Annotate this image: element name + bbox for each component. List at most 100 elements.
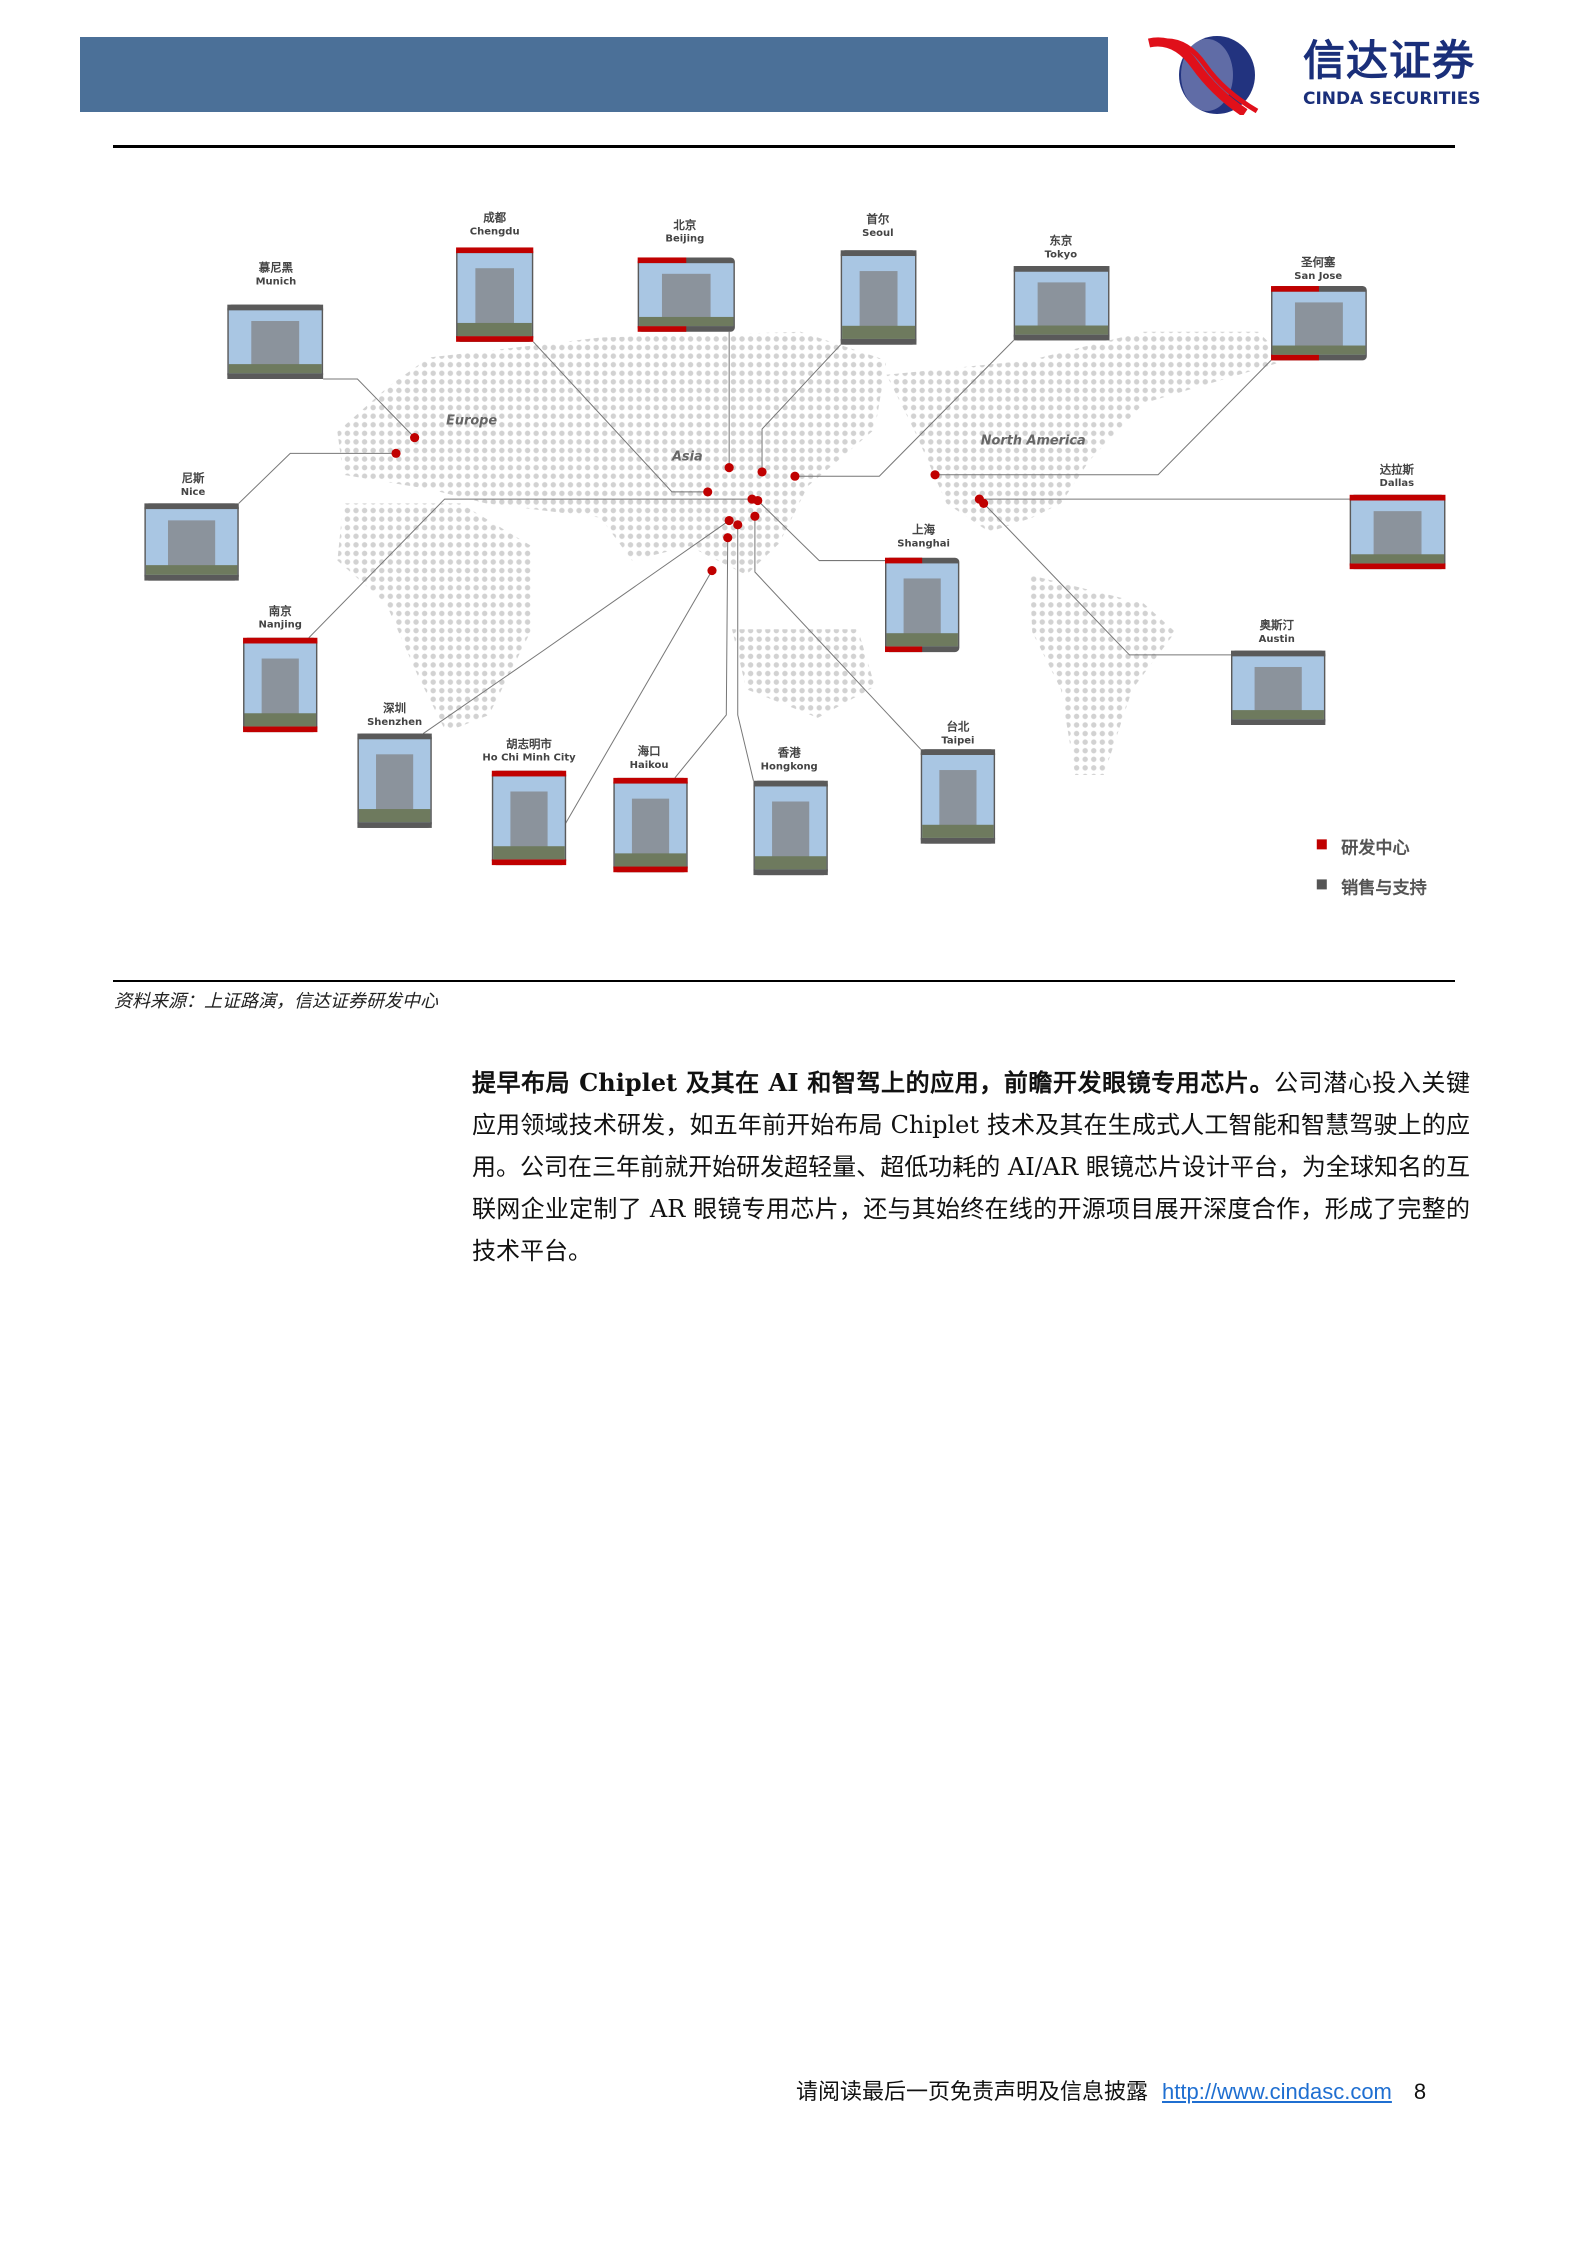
- type-bar: [1013, 266, 1110, 272]
- australia-dots: [732, 629, 875, 718]
- figure-source: 资料来源：上证路演，信达证券研发中心: [114, 991, 438, 1012]
- building-icon: [475, 268, 514, 329]
- building-icon: [251, 320, 300, 368]
- location-dot-munich: [410, 433, 420, 443]
- city-name-en: Seoul: [862, 228, 893, 239]
- building-icon: [261, 658, 299, 719]
- world-map-figure: Europe Asia North America 慕尼黑Munich成都Che…: [144, 211, 1446, 899]
- type-bar: [840, 338, 917, 345]
- africa-dots: [337, 503, 532, 733]
- connector-line-hongkong: [737, 524, 754, 781]
- city-name-en: San Jose: [1294, 271, 1342, 282]
- city-card-seoul: 首尔 Seoul: [840, 212, 917, 345]
- ground: [228, 364, 322, 374]
- ground: [493, 846, 565, 860]
- connector-line-austin: [983, 503, 1231, 656]
- location-dot-chengdu: [703, 487, 713, 497]
- legend-rd-label: 研发中心: [1341, 838, 1410, 859]
- north-america-dots: [886, 331, 1287, 532]
- type-bar: [920, 837, 996, 844]
- location-dot-ho-chi-minh-city: [707, 565, 717, 576]
- city-name-en: Dallas: [1380, 478, 1415, 489]
- ground: [614, 853, 687, 867]
- ground: [886, 633, 958, 647]
- ground: [1272, 345, 1366, 355]
- ground: [639, 316, 734, 327]
- connector-line-chengdu: [532, 341, 708, 493]
- location-dot-austin: [979, 498, 989, 508]
- building-icon: [631, 798, 670, 859]
- type-bar: [753, 869, 828, 876]
- south-america-dots: [1029, 574, 1176, 776]
- city-card-munich: 慕尼黑 Munich: [227, 261, 324, 379]
- type-bar: [227, 304, 324, 311]
- connector-line-ho-chi-minh-city: [560, 570, 713, 833]
- type-bar: [920, 749, 996, 756]
- ground: [457, 322, 532, 337]
- footer-disclaimer: 请阅读最后一页免责声明及信息披露: [796, 2080, 1149, 2105]
- type-bar: [1271, 286, 1319, 292]
- city-name-en: Shenzhen: [367, 717, 422, 728]
- ground: [1351, 554, 1445, 564]
- legend-sales-label: 销售与支持: [1341, 878, 1427, 899]
- city-name-en: Nanjing: [259, 620, 302, 631]
- type-bar: [637, 326, 687, 332]
- cinda-logo-icon: [1147, 36, 1259, 115]
- city-name-cn: 慕尼黑: [258, 261, 294, 275]
- ground: [1232, 710, 1324, 720]
- legend-sales-swatch: [1316, 879, 1327, 890]
- continent-label-europe: Europe: [446, 414, 497, 429]
- page-number: 8: [1413, 2079, 1427, 2104]
- connector-line-taipei: [754, 516, 922, 750]
- building-icon: [1294, 302, 1343, 349]
- building-icon: [167, 520, 216, 569]
- type-bar: [357, 733, 432, 740]
- type-bar: [1271, 354, 1319, 361]
- connector-line-nice: [238, 452, 397, 504]
- city-name-en: Shanghai: [897, 538, 950, 549]
- paragraph-lead: 提早布局 Chiplet 及其在 AI 和智驾上的应用，前瞻开发眼镜专用芯片。: [472, 1068, 1275, 1097]
- location-dot-beijing: [724, 463, 734, 473]
- building-icon: [376, 754, 414, 815]
- type-bar: [613, 866, 688, 873]
- legend-rd-swatch: [1316, 839, 1327, 850]
- type-bar: [840, 250, 917, 257]
- type-bar: [357, 822, 432, 828]
- ground: [754, 856, 827, 870]
- building-icon: [903, 578, 941, 639]
- city-name-en: Munich: [256, 277, 297, 288]
- building-icon: [1373, 511, 1422, 558]
- city-name-cn: 海口: [638, 744, 661, 758]
- type-bar: [227, 373, 324, 379]
- ground: [358, 809, 431, 823]
- location-dot-haikou: [723, 533, 733, 543]
- city-name-en: Austin: [1259, 634, 1295, 645]
- city-name-en: Nice: [181, 487, 206, 498]
- city-card-ho-chi-minh-city: 胡志明市 Ho Chi Minh City: [482, 737, 576, 866]
- type-bar: [243, 726, 318, 733]
- city-name-cn: 胡志明市: [506, 737, 552, 751]
- ground: [842, 325, 916, 339]
- city-name-cn: 首尔: [866, 212, 889, 226]
- footer-link[interactable]: http://www.cindasc.com: [1162, 2079, 1392, 2104]
- building-icon: [510, 791, 548, 852]
- continent-label-north-america: North America: [981, 434, 1086, 449]
- location-dot-nanjing: [747, 494, 757, 504]
- location-dot-nice: [391, 448, 401, 458]
- connector-line-nanjing: [308, 498, 753, 639]
- connector-line-san-jose: [935, 360, 1272, 476]
- location-dot-hongkong: [733, 520, 743, 530]
- type-bar: [456, 247, 534, 254]
- city-name-en: Ho Chi Minh City: [482, 753, 576, 764]
- city-name-cn: 上海: [912, 522, 935, 536]
- connector-line-shenzhen: [422, 520, 730, 734]
- city-name-en: Beijing: [665, 234, 704, 245]
